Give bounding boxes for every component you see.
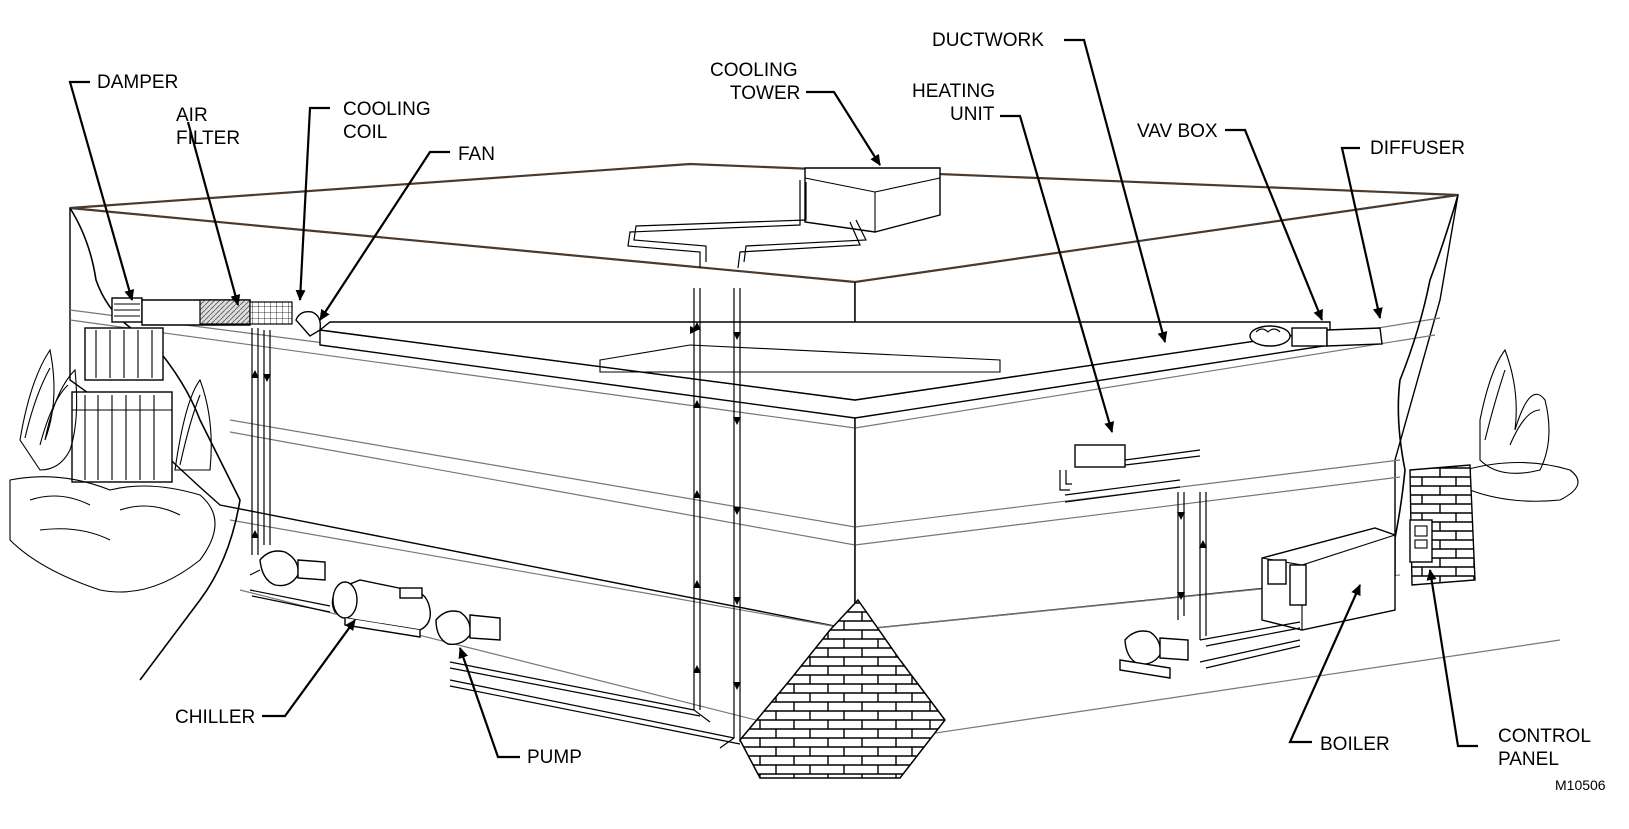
- heating-unit-label-line1: HEATING: [912, 81, 995, 102]
- vav-assembly: [1249, 325, 1383, 347]
- diffuser-unit: [1326, 327, 1383, 347]
- right-cutaway-edge: [1389, 194, 1459, 561]
- floor-line: [69, 319, 856, 429]
- pump-left: [259, 550, 299, 587]
- floor-line: [229, 519, 856, 631]
- chiller-label: CHILLER: [175, 707, 255, 728]
- cooling-tower-label-line1: COOLING: [710, 60, 798, 81]
- control-panel-label-line1: CONTROL: [1498, 726, 1591, 747]
- facade-windows: [71, 327, 173, 483]
- cooling-coil-label-line1: COOLING: [343, 99, 431, 120]
- left-cutaway-edge: [69, 207, 241, 681]
- heating-unit-box: [1074, 444, 1126, 468]
- floor-line: [854, 476, 1401, 546]
- fan-leader: [319, 150, 450, 321]
- cooling-coil-box: [249, 301, 293, 325]
- air-filter-label-line2: FILTER: [176, 128, 240, 149]
- left-landscaping: [9, 348, 216, 593]
- corner-brick-pile: [739, 598, 946, 779]
- vav-box: [1291, 327, 1328, 347]
- air-filter-label-line1: AIR: [176, 105, 208, 126]
- heating-unit-leader: [1000, 114, 1115, 433]
- pump-leader: [458, 647, 520, 759]
- chiller-assembly: [249, 550, 501, 645]
- cooling-tower-unit: [804, 167, 941, 233]
- vav-box-leader: [1225, 128, 1324, 321]
- vav-box-label: VAV BOX: [1137, 121, 1218, 142]
- floor-line: [854, 334, 1436, 429]
- boiler-pump: [1124, 630, 1161, 665]
- pump-label: PUMP: [527, 747, 582, 768]
- roof-pipes: [627, 180, 867, 269]
- chilled-water-risers: [449, 288, 741, 749]
- boiler-assembly: [1119, 492, 1396, 679]
- flow-arrows: [693, 322, 741, 690]
- labels: DAMPER AIR FILTER COOLING COIL FAN COOLI…: [97, 30, 1606, 793]
- flex-duct: [1249, 325, 1291, 347]
- pump-right: [435, 610, 471, 645]
- control-panel-unit: [1409, 519, 1433, 563]
- cooling-tower-label-line2: TOWER: [730, 83, 800, 104]
- control-panel-leader: [1426, 569, 1478, 748]
- floor-line: [229, 419, 856, 528]
- air-handling-unit: [111, 297, 322, 337]
- air-filter-box: [199, 299, 251, 325]
- boiler-label: BOILER: [1320, 734, 1390, 755]
- diffuser-leader: [1340, 146, 1383, 319]
- damper-label: DAMPER: [97, 72, 178, 93]
- air-filter-leader: [186, 121, 241, 306]
- cooling-coil-leader: [295, 106, 330, 301]
- floor-line: [229, 431, 856, 546]
- heating-unit-label-line2: UNIT: [950, 104, 995, 125]
- diffuser-label: DIFFUSER: [1370, 138, 1465, 159]
- right-landscaping: [1409, 348, 1579, 586]
- figure-code: M10506: [1555, 777, 1606, 793]
- ductwork-leader: [1064, 38, 1168, 343]
- ductwork-label: DUCTWORK: [932, 30, 1044, 51]
- damper-leader: [68, 80, 135, 301]
- heating-unit-assembly: [1059, 444, 1201, 503]
- control-panel-label-line2: PANEL: [1498, 749, 1559, 770]
- chiller-leader: [262, 619, 356, 718]
- roof: [70, 164, 1458, 282]
- leader-lines: [68, 38, 1478, 759]
- fan-housing: [295, 310, 322, 337]
- ahu-risers: [251, 328, 271, 555]
- cooling-coil-label-line2: COIL: [343, 122, 387, 143]
- cooling-tower-leader: [806, 90, 881, 166]
- ceiling-tile-section: [599, 344, 1001, 373]
- fan-label: FAN: [458, 144, 495, 165]
- boiler-leader: [1288, 584, 1362, 744]
